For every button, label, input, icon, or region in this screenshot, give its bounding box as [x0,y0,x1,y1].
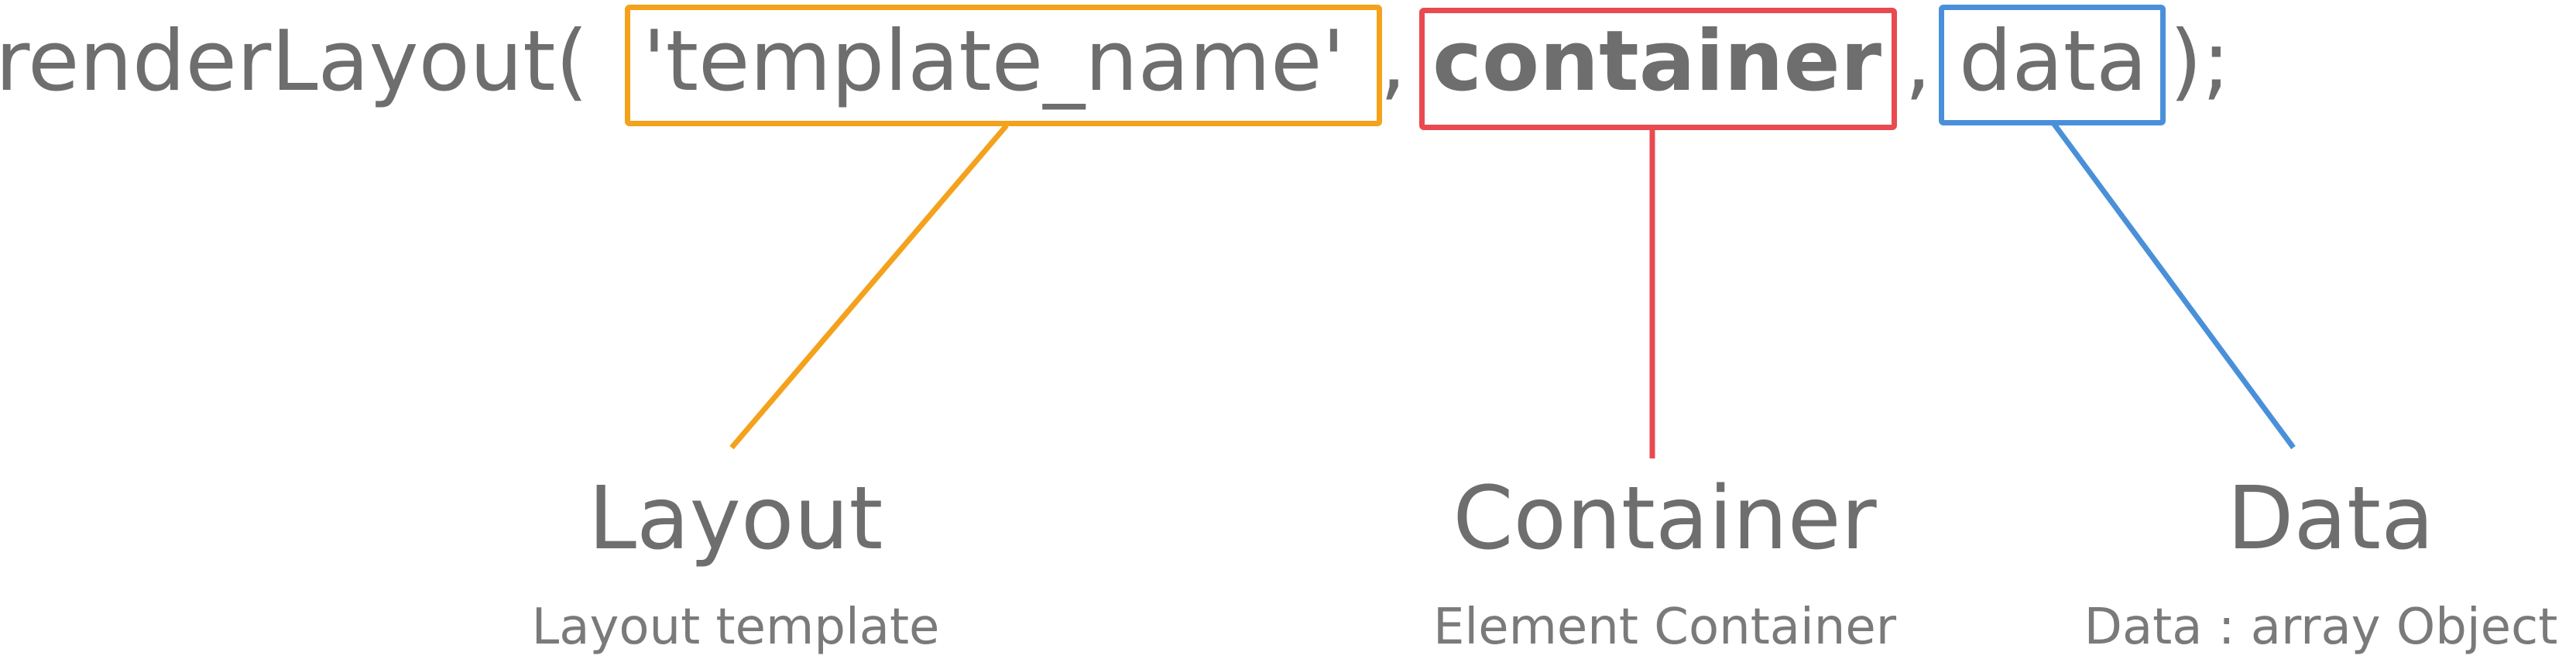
layout-label-subtitle: Layout template [531,599,940,656]
container-highlight-box [1419,8,1897,130]
function-name: renderLayout( [0,13,588,110]
layout-connector-line [729,123,1009,450]
code-line: renderLayout( 'template_name' , containe… [0,0,2576,132]
data-label-title: Data [2227,469,2434,569]
arg-container: container [1432,13,1882,110]
closing-paren: ); [2170,13,2231,110]
arg-data: data [1959,13,2148,110]
layout-label-title: Layout [588,469,883,569]
container-label-title: Container [1453,469,1877,569]
data-connector-line [2051,121,2296,450]
container-label-subtitle: Element Container [1432,599,1897,656]
layout-highlight-box [625,5,1382,126]
data-highlight-box [1939,5,2166,125]
separator-1: , [1380,13,1407,110]
data-label-subtitle: Data : array Object [2084,599,2558,656]
separator-2: , [1905,13,1932,110]
arg-template-name: 'template_name' [643,13,1346,110]
